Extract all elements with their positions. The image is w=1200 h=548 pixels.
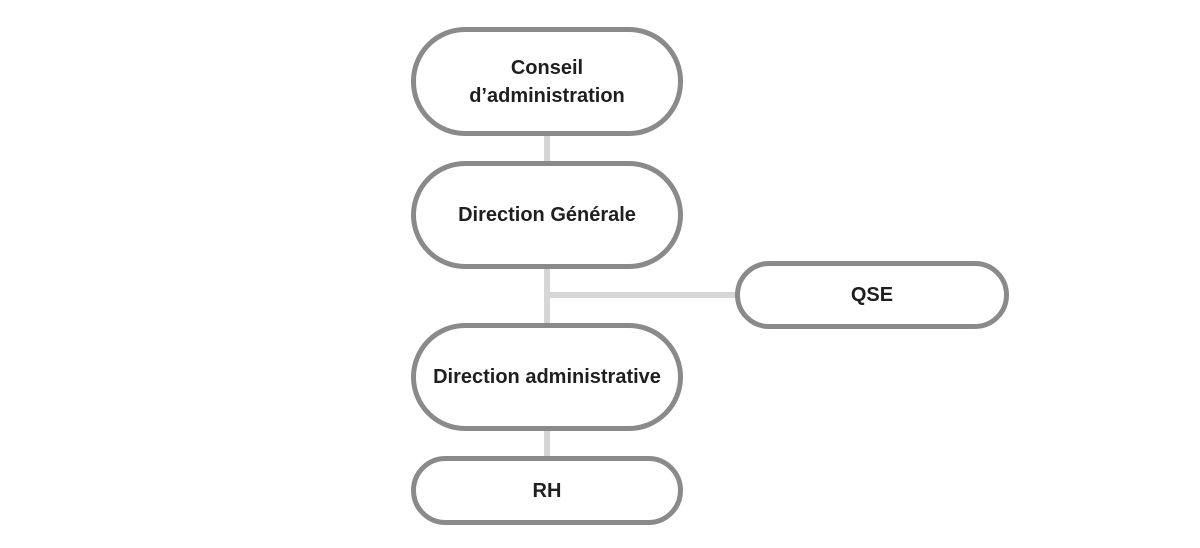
node-conseil-administration: Conseil d’administration [411,27,683,136]
connector-to-qse [547,292,739,298]
node-conseil-line2: d’administration [469,84,625,107]
connector-conseil-to-dg [544,132,550,166]
node-rh-label: RH [532,479,562,502]
node-rh: RH [411,456,683,525]
node-qse: QSE [735,261,1009,329]
node-direction-administrative-label: Direction administrative [433,366,661,388]
node-direction-administrative: Direction administrative [411,323,683,431]
connector-da-to-rh [544,428,550,460]
node-qse-label: QSE [850,284,894,306]
node-direction-generale-label: Direction Générale [458,204,636,226]
node-direction-generale: Direction Générale [411,161,683,269]
node-conseil-line1: Conseil [510,56,584,79]
